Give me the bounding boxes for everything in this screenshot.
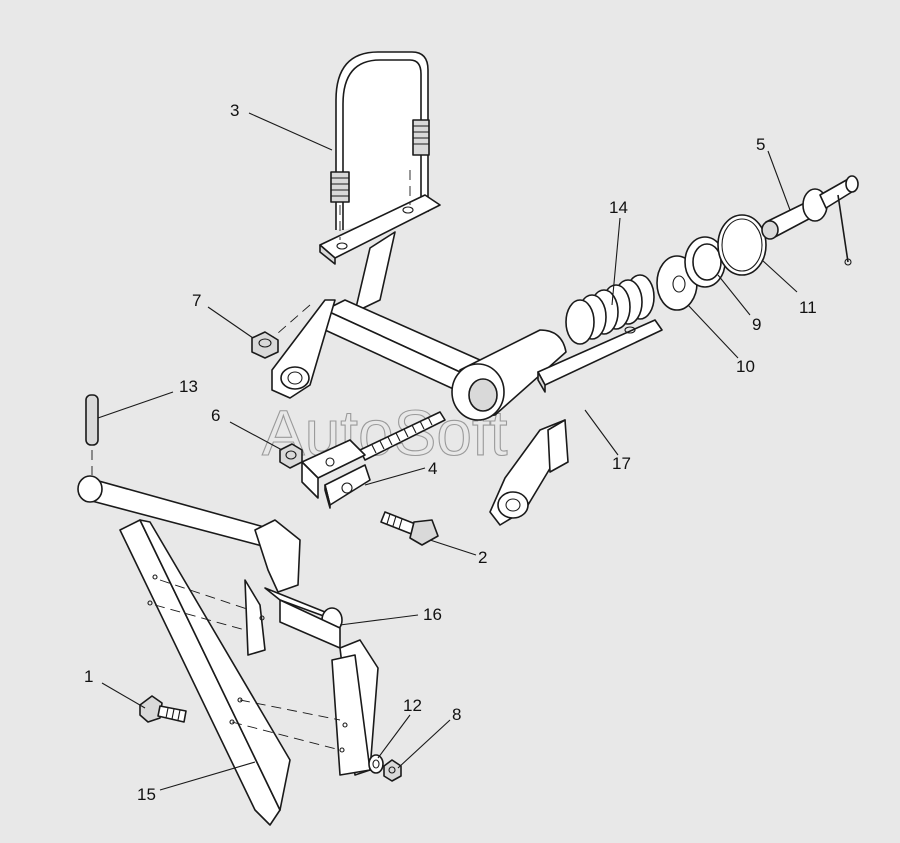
callout-11: 11: [799, 298, 817, 317]
callout-2: 2: [478, 548, 487, 567]
nut-6: [279, 443, 303, 469]
callout-6: 6: [211, 406, 220, 425]
torsion-spring: [565, 274, 655, 345]
bolt-2: [380, 511, 439, 546]
clamp-plate: [319, 170, 441, 313]
callout-5: 5: [756, 135, 765, 154]
nut-8: [383, 759, 402, 782]
callout-3: 3: [230, 101, 239, 120]
washer-12: [368, 754, 384, 774]
callout-13: 13: [179, 377, 198, 396]
leader-lines: [97, 112, 798, 791]
lower-frame: [77, 475, 379, 826]
nut-7: [251, 331, 279, 359]
retaining-ring-11: [717, 214, 767, 276]
bolt-1: [139, 695, 187, 723]
main-frame: [269, 299, 663, 526]
callout-15: 15: [137, 785, 156, 804]
hitch-pin: [761, 175, 859, 266]
callout-9: 9: [752, 315, 761, 334]
callout-labels: 1 2 3 4 5 6 7 8 9 10 11 12 13 14 15 16 1…: [84, 101, 817, 804]
washer-9: [684, 236, 726, 288]
u-bolt: [330, 51, 430, 230]
callout-7: 7: [192, 291, 201, 310]
callout-12: 12: [403, 696, 422, 715]
callout-10: 10: [736, 357, 755, 376]
callout-8: 8: [452, 705, 461, 724]
callout-14: 14: [609, 198, 628, 217]
callout-1: 1: [84, 667, 93, 686]
callout-4: 4: [428, 459, 437, 478]
callout-17: 17: [612, 454, 631, 473]
roll-pin: [85, 394, 99, 475]
adjusting-screw: [301, 411, 446, 509]
callout-16: 16: [423, 605, 442, 624]
